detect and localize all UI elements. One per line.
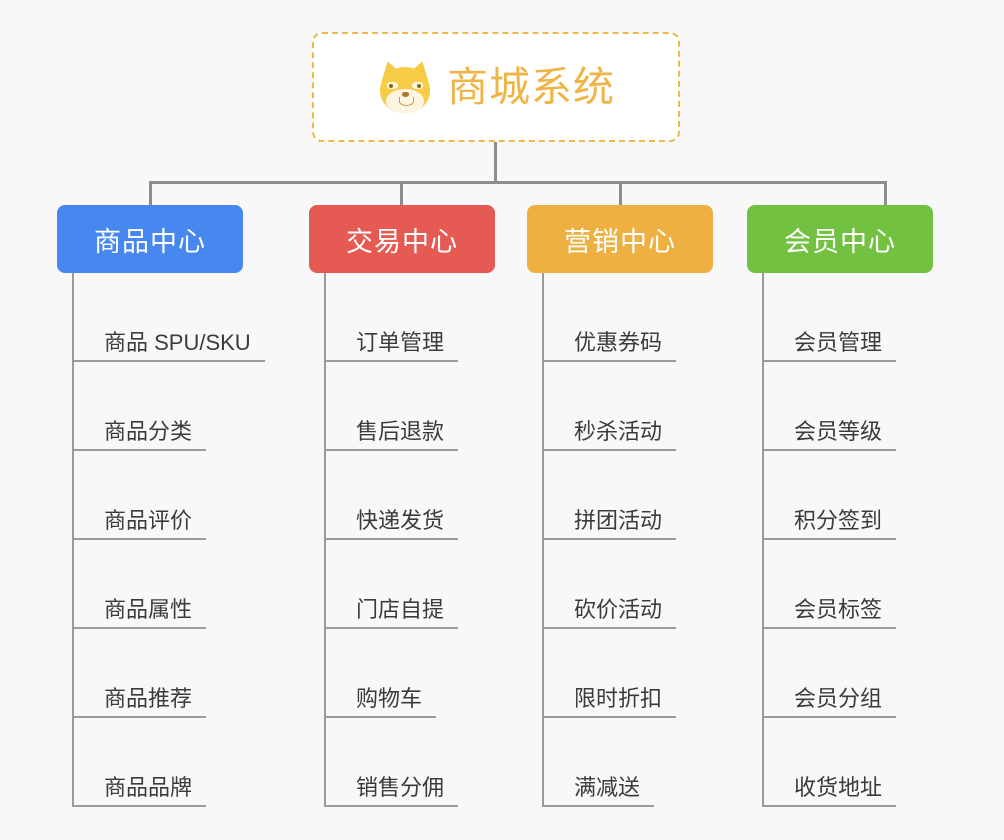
- leaf-item[interactable]: 商品推荐: [74, 629, 207, 718]
- leaf-label: 收货地址: [794, 774, 883, 800]
- leaf-label: 商品分类: [104, 418, 193, 444]
- category-label-1: 交易中心: [346, 226, 458, 257]
- leaf-item[interactable]: 订单管理: [326, 273, 459, 362]
- leaf-item[interactable]: 满减送: [544, 718, 655, 807]
- leaf-item[interactable]: 快递发货: [326, 451, 459, 540]
- connector-horizontal-bus: [149, 181, 886, 184]
- root-node[interactable]: 商城系统: [312, 32, 680, 142]
- leaf-label: 销售分佣: [356, 774, 445, 800]
- category-label-2: 营销中心: [564, 226, 676, 257]
- leaf-item[interactable]: 商品分类: [74, 362, 207, 451]
- leaf-item[interactable]: 商品评价: [74, 451, 207, 540]
- leaf-item[interactable]: 优惠券码: [544, 273, 677, 362]
- category-box-0[interactable]: 商品中心: [57, 205, 243, 273]
- leaf-item[interactable]: 会员管理: [764, 273, 897, 362]
- leaf-label: 拼团活动: [574, 507, 663, 533]
- leaf-label: 商品评价: [104, 507, 193, 533]
- leaf-item[interactable]: 积分签到: [764, 451, 897, 540]
- leaf-label: 快递发货: [356, 507, 445, 533]
- leaf-label: 砍价活动: [574, 596, 663, 622]
- leaf-item[interactable]: 售后退款: [326, 362, 459, 451]
- leaf-label: 积分签到: [794, 507, 883, 533]
- branch-spine-2: [542, 273, 544, 807]
- leaf-label: 优惠券码: [574, 329, 663, 355]
- connector-root-stem: [494, 142, 497, 183]
- leaf-item[interactable]: 购物车: [326, 629, 437, 718]
- leaf-item[interactable]: 商品 SPU/SKU: [74, 273, 265, 362]
- leaf-label: 会员管理: [794, 329, 883, 355]
- leaf-item[interactable]: 限时折扣: [544, 629, 677, 718]
- leaf-item[interactable]: 销售分佣: [326, 718, 459, 807]
- root-title: 商城系统: [447, 63, 615, 110]
- category-box-2[interactable]: 营销中心: [527, 205, 713, 273]
- connector-drop-2: [400, 181, 403, 206]
- leaf-item[interactable]: 收货地址: [764, 718, 897, 807]
- leaf-label: 商品品牌: [104, 774, 193, 800]
- branch-spine-3: [762, 273, 764, 807]
- connector-drop-1: [149, 181, 152, 206]
- leaf-label: 满减送: [574, 774, 641, 800]
- category-label-3: 会员中心: [784, 226, 896, 257]
- leaf-item[interactable]: 门店自提: [326, 540, 459, 629]
- leaf-label: 秒杀活动: [574, 418, 663, 444]
- leaf-item[interactable]: 秒杀活动: [544, 362, 677, 451]
- leaf-label: 门店自提: [356, 596, 445, 622]
- leaf-label: 商品属性: [104, 596, 193, 622]
- leaf-label: 订单管理: [356, 329, 445, 355]
- shiba-inu-dog-face-icon: [377, 58, 433, 115]
- leaf-item[interactable]: 商品品牌: [74, 718, 207, 807]
- connector-drop-3: [619, 181, 622, 206]
- leaf-label: 会员等级: [794, 418, 883, 444]
- leaf-item[interactable]: 拼团活动: [544, 451, 677, 540]
- connector-drop-4: [884, 181, 887, 206]
- leaf-item[interactable]: 砍价活动: [544, 540, 677, 629]
- category-label-0: 商品中心: [94, 226, 206, 257]
- leaf-label: 商品推荐: [104, 685, 193, 711]
- leaf-label: 会员分组: [794, 685, 883, 711]
- leaf-item[interactable]: 会员等级: [764, 362, 897, 451]
- leaf-item[interactable]: 会员分组: [764, 629, 897, 718]
- leaf-label: 商品 SPU/SKU: [104, 329, 251, 355]
- branch-spine-1: [324, 273, 326, 807]
- branch-spine-0: [72, 273, 74, 807]
- category-box-3[interactable]: 会员中心: [747, 205, 933, 273]
- leaf-item[interactable]: 商品属性: [74, 540, 207, 629]
- leaf-label: 限时折扣: [574, 685, 663, 711]
- leaf-label: 购物车: [356, 685, 423, 711]
- leaf-label: 会员标签: [794, 596, 883, 622]
- leaf-item[interactable]: 会员标签: [764, 540, 897, 629]
- category-box-1[interactable]: 交易中心: [309, 205, 495, 273]
- leaf-label: 售后退款: [356, 418, 445, 444]
